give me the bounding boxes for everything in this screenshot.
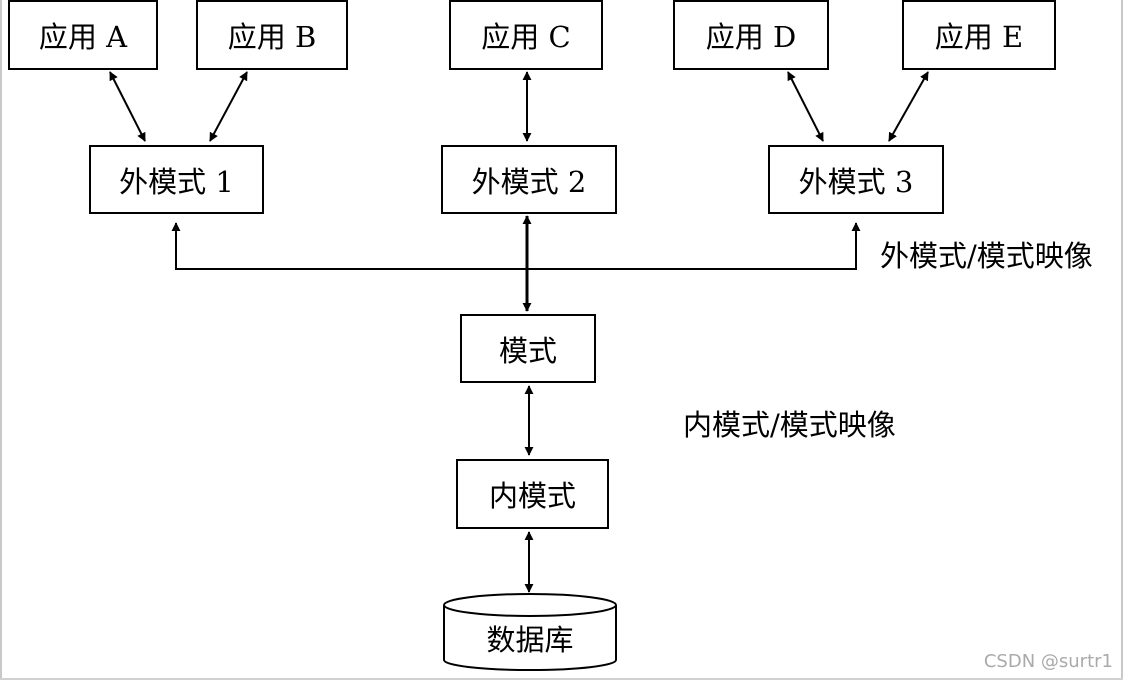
app-d-box: 应用 D: [673, 0, 829, 70]
app-e-box: 应用 E: [902, 0, 1056, 70]
external-schema-3-box: 外模式 3: [768, 145, 944, 214]
right-border: [1121, 0, 1123, 680]
database-label: 数据库: [486, 623, 574, 657]
external-schema-1-box: 外模式 1: [89, 145, 264, 214]
arrow-app-d-ext3: [787, 71, 824, 142]
external-schema-mapping-label: 外模式/模式映像: [880, 239, 1093, 273]
internal-schema-mapping-label: 内模式/模式映像: [683, 408, 896, 442]
app-c-box: 应用 C: [449, 0, 603, 70]
schema-box: 模式: [460, 314, 596, 383]
watermark: CSDN @surtr1: [983, 651, 1113, 672]
app-a-box: 应用 A: [8, 0, 158, 70]
internal-schema-box: 内模式: [456, 459, 609, 529]
bottom-border: [0, 678, 1123, 680]
arrow-app-b-ext1: [209, 71, 248, 142]
external-schema-2-box: 外模式 2: [441, 145, 617, 214]
app-b-box: 应用 B: [196, 0, 348, 70]
left-border: [0, 0, 2, 680]
arrow-app-a-ext1: [109, 71, 146, 142]
mapping-bus: [171, 222, 861, 270]
arrow-app-e-ext3: [888, 71, 929, 142]
database-icon: [443, 593, 617, 671]
